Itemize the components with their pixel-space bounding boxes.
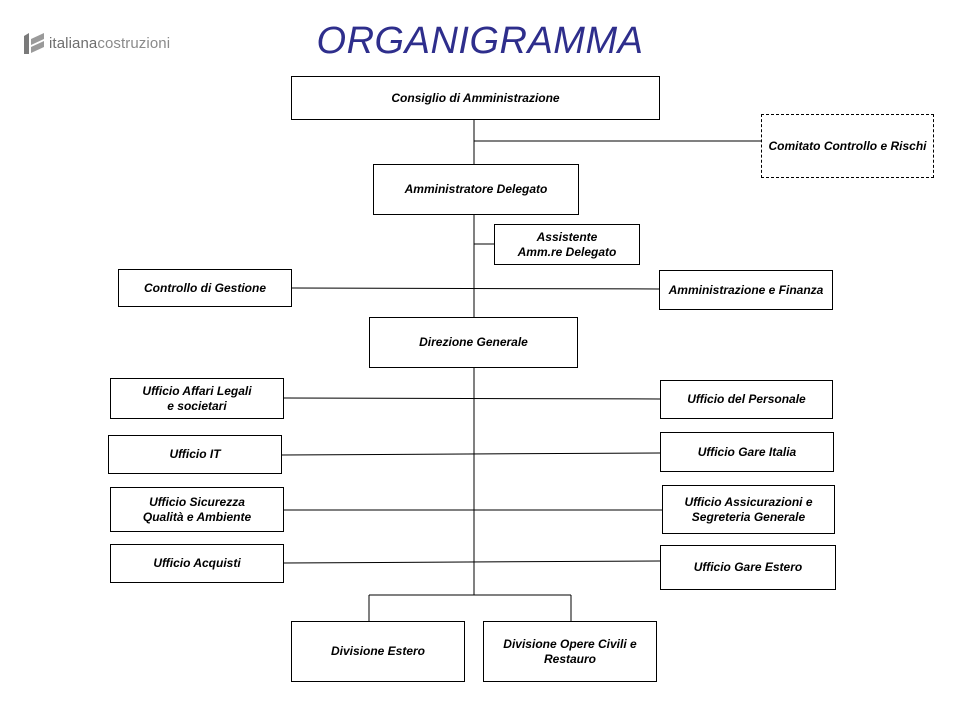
box-ufficio-it: Ufficio IT <box>108 435 282 474</box>
box-assistente-amministratore: Assistente Amm.re Delegato <box>494 224 640 265</box>
box-direzione-generale: Direzione Generale <box>369 317 578 368</box>
box-ufficio-gare-estero: Ufficio Gare Estero <box>660 545 836 590</box>
box-ufficio-assicurazioni: Ufficio Assicurazioni e Segreteria Gener… <box>662 485 835 534</box>
box-ufficio-personale: Ufficio del Personale <box>660 380 833 419</box>
box-ufficio-gare-italia: Ufficio Gare Italia <box>660 432 834 472</box>
italiana-costruzioni-logo-icon <box>24 33 44 54</box>
box-divisione-estero: Divisione Estero <box>291 621 465 682</box>
box-comitato-controllo-rischi: Comitato Controllo e Rischi <box>761 114 934 178</box>
logo-text: italianacostruzioni <box>49 34 171 52</box>
box-ufficio-acquisti: Ufficio Acquisti <box>110 544 284 583</box>
box-ufficio-sicurezza: Ufficio Sicurezza Qualità e Ambiente <box>110 487 284 532</box>
box-amministratore-delegato: Amministratore Delegato <box>373 164 579 215</box>
page-title: ORGANIGRAMMA <box>316 20 644 62</box>
box-ufficio-affari-legali: Ufficio Affari Legali e societari <box>110 378 284 419</box>
company-logo: italianacostruzioni <box>22 30 170 56</box>
box-controllo-gestione: Controllo di Gestione <box>118 269 292 307</box>
box-divisione-opere-civili: Divisione Opere Civili e Restauro <box>483 621 657 682</box>
box-amministrazione-finanza: Amministrazione e Finanza <box>659 270 833 310</box>
box-consiglio-amministrazione: Consiglio di Amministrazione <box>291 76 660 120</box>
